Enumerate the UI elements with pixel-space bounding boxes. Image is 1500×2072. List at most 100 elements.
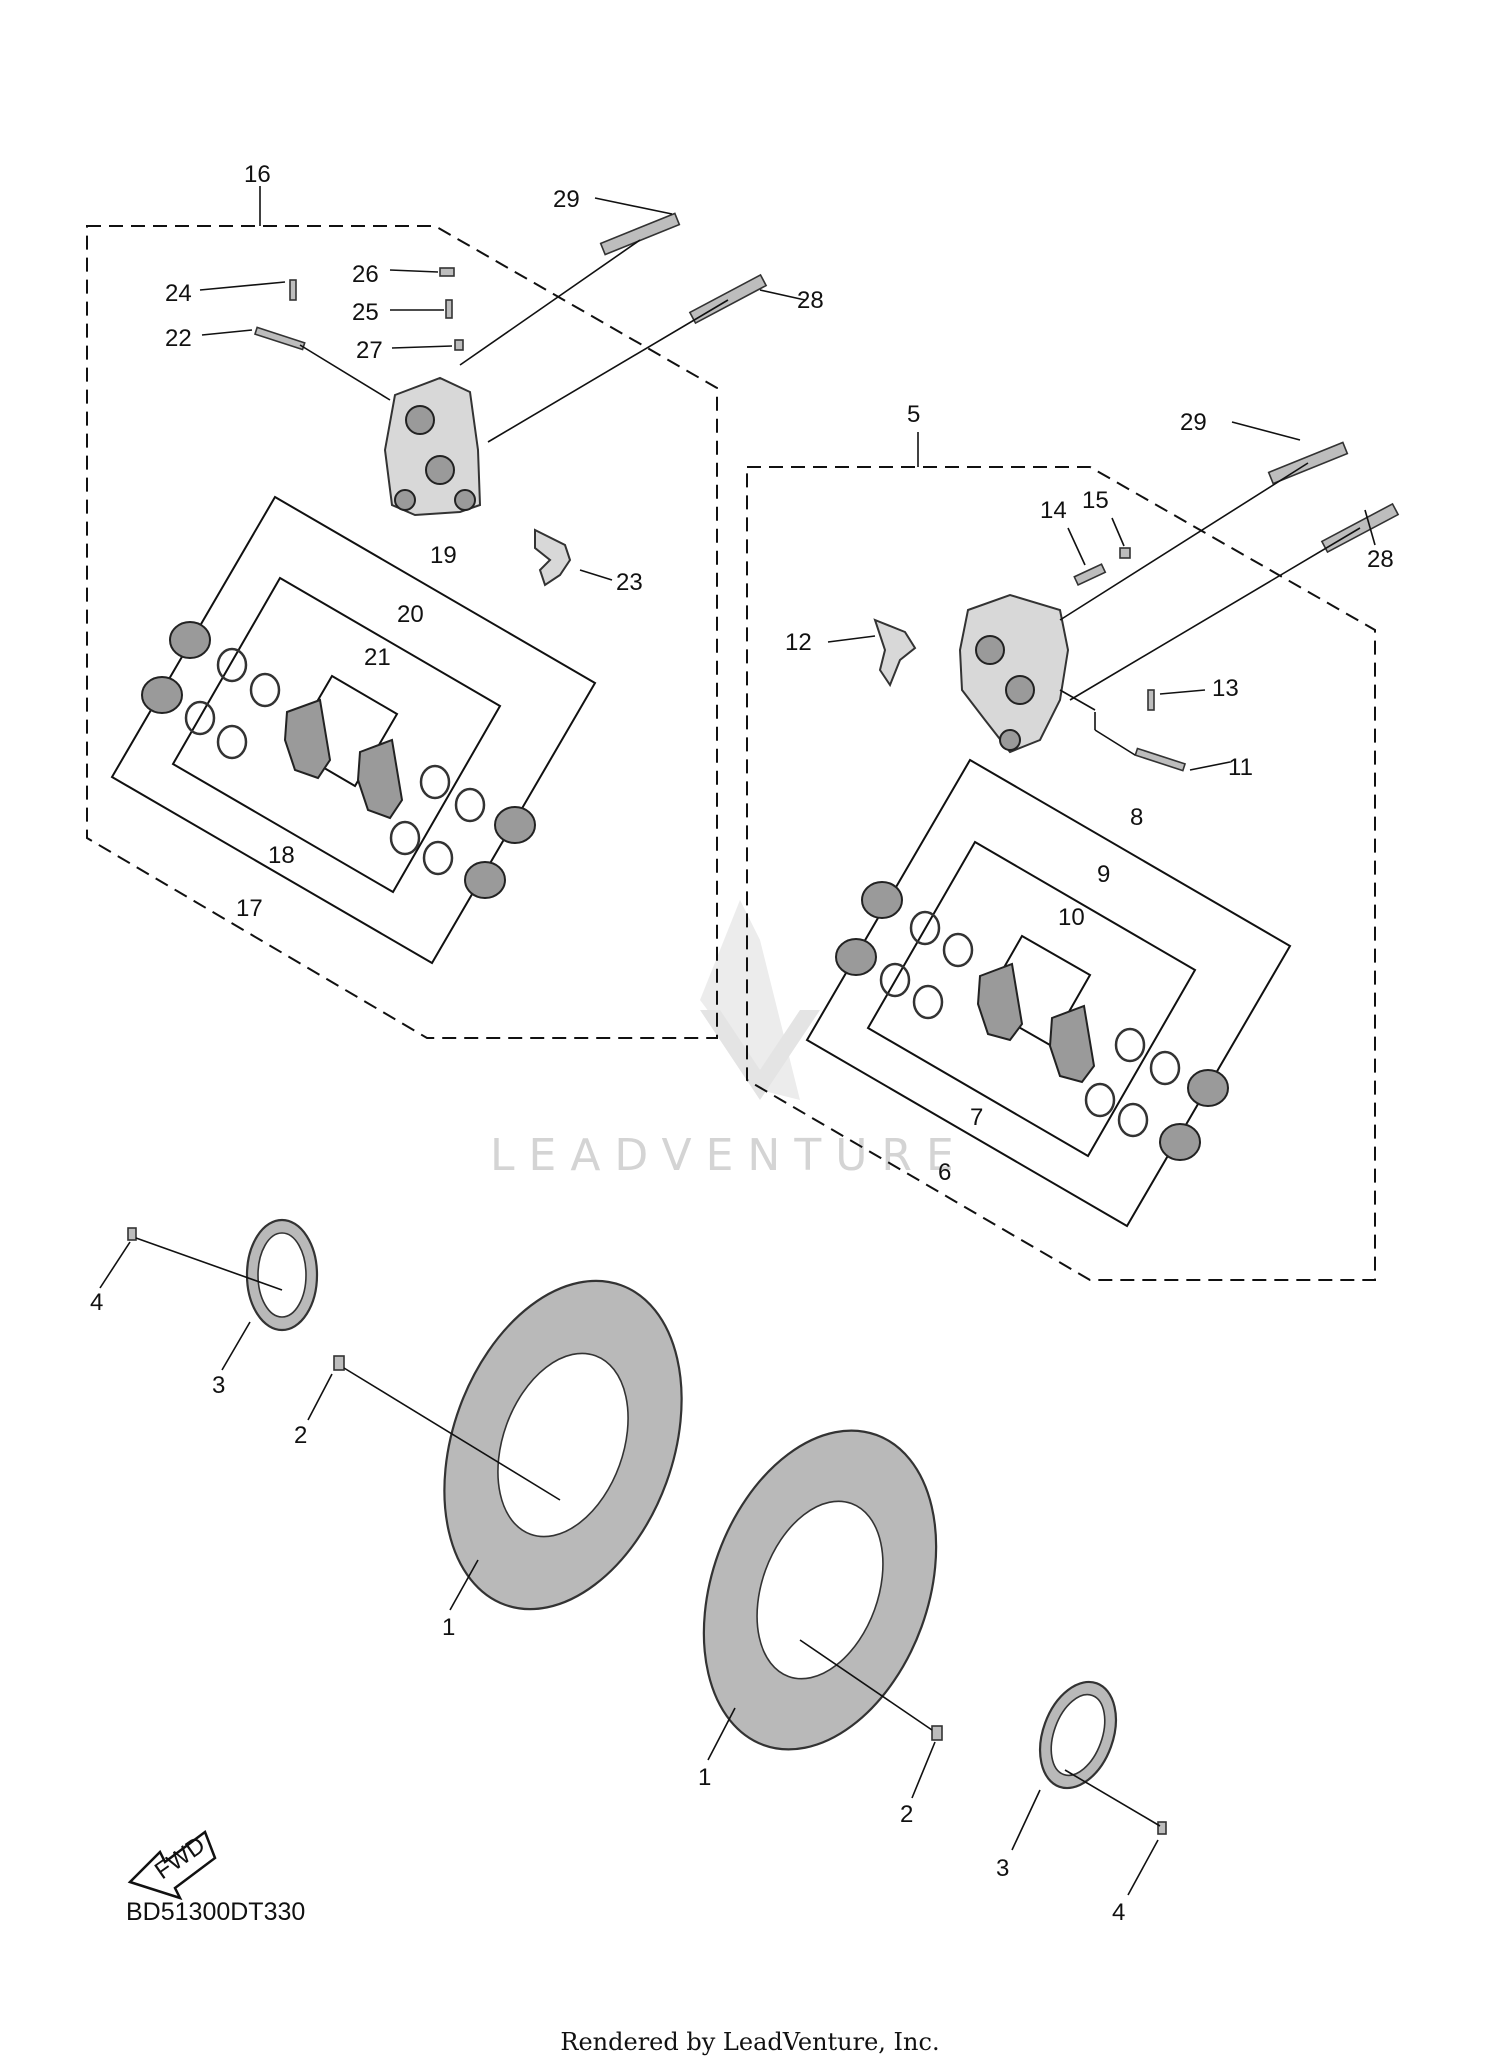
leader-24: [199, 281, 286, 291]
watermark: LEADVENTURE: [490, 900, 954, 1181]
callout-27: 27: [356, 337, 383, 364]
callout-12: 12: [785, 629, 812, 656]
callout-3-top: 3: [212, 1372, 225, 1399]
watermark-chevron-icon: [700, 1010, 820, 1100]
caliper-seal-kit-7-frame: [866, 840, 1197, 1158]
discs-group: [99, 1218, 1167, 1896]
callout-29-left: 29: [553, 186, 580, 213]
leader-2-upper: [307, 1373, 333, 1421]
bolt-29-path-left: [459, 239, 641, 366]
callout-13: 13: [1212, 675, 1239, 702]
bolt-29-left: [599, 212, 681, 256]
leader-22: [201, 329, 253, 336]
leader-26: [389, 269, 439, 273]
callout-4-lower: 4: [1112, 1899, 1125, 1926]
pin-22: [253, 326, 306, 351]
callout-17: 17: [236, 895, 263, 922]
leader-15: [1111, 517, 1125, 547]
callout-11: 11: [1228, 754, 1253, 781]
bolt-4-path-top: [135, 1237, 283, 1291]
callout-20: 20: [397, 601, 424, 628]
right-caliper-body: [958, 593, 1070, 754]
callout-8: 8: [1130, 804, 1143, 831]
leader-23: [579, 569, 613, 581]
callout-6: 6: [938, 1159, 951, 1186]
callout-4-top: 4: [90, 1289, 103, 1316]
pin-22-path: [299, 344, 391, 401]
callout-16: 16: [244, 161, 271, 188]
pin-14: [1073, 563, 1107, 587]
callout-26: 26: [352, 261, 379, 288]
brake-pad-right-a: [976, 962, 1024, 1042]
callout-23: 23: [616, 569, 643, 596]
plug-15: [1119, 547, 1131, 559]
left-caliper-body: [383, 376, 482, 517]
leader-12: [827, 635, 876, 643]
pad-spring-23: [534, 528, 572, 587]
leader-28-right: [1364, 509, 1376, 546]
callout-1-upper: 1: [442, 1614, 455, 1641]
pad-spring-12: [873, 618, 917, 688]
callout-29-right: 29: [1180, 409, 1207, 436]
fwd-arrow: FWD: [127, 1830, 217, 1901]
callout-22: 22: [165, 325, 192, 352]
right-caliper-group: [746, 421, 1400, 1281]
bolt-2-upper: [333, 1355, 345, 1371]
callout-14: 14: [1040, 497, 1067, 524]
brake-pad-left-a: [283, 698, 332, 780]
fwd-arrow-icon: [127, 1830, 217, 1901]
clip-13: [1147, 689, 1155, 711]
leader-2-lower: [911, 1741, 936, 1799]
right-caliper-boundary: [746, 466, 1376, 1281]
bolt-2-lower: [931, 1725, 943, 1741]
pin-11-path-c: [1094, 729, 1136, 756]
callout-18: 18: [268, 842, 295, 869]
bolt-2-path-upper: [343, 1367, 561, 1501]
bolt-29-path-right: [1059, 462, 1309, 621]
callout-labels: 16 29 28 24 26 25 22 27 19 20 21 23 18 1…: [90, 161, 1394, 1926]
leader-27: [391, 345, 453, 349]
callout-10: 10: [1058, 904, 1085, 931]
callout-2-lower: 2: [900, 1801, 913, 1828]
bolt-4-path-lower: [1064, 1769, 1161, 1827]
pin-25: [445, 299, 453, 319]
callout-5: 5: [907, 401, 920, 428]
render-credit: Rendered by LeadVenture, Inc.: [560, 2028, 940, 2056]
callout-7: 7: [970, 1104, 983, 1131]
leader-1-lower: [707, 1707, 736, 1761]
callout-25: 25: [352, 299, 379, 326]
callout-9: 9: [1097, 861, 1110, 888]
pin-11-path: [1059, 689, 1096, 711]
callout-15: 15: [1082, 487, 1109, 514]
bolt-2-path-lower: [799, 1639, 933, 1731]
leader-13: [1159, 689, 1206, 695]
leader-29-right: [1231, 421, 1301, 441]
screw-26: [439, 267, 455, 277]
callout-3-lower: 3: [996, 1855, 1009, 1882]
leader-3-top: [221, 1321, 251, 1371]
brake-pad-left-b: [356, 738, 404, 820]
left-pistons: [141, 621, 536, 899]
bolt-28-path-left: [487, 299, 729, 443]
callout-21: 21: [364, 644, 391, 671]
callout-24: 24: [165, 280, 192, 307]
plug-27: [454, 339, 464, 351]
leader-14: [1067, 527, 1086, 566]
right-pistons: [835, 881, 1229, 1161]
leader-4-lower: [1127, 1839, 1159, 1896]
leader-3-lower: [1011, 1789, 1041, 1851]
caliper-seal-kit-18-frame: [171, 576, 502, 894]
leader-28-left: [759, 289, 806, 301]
bolt-4-top: [127, 1227, 137, 1241]
pin-11: [1134, 747, 1187, 772]
leader-11: [1189, 761, 1231, 771]
left-caliper-group: [86, 186, 806, 1039]
leader-1-upper: [449, 1559, 479, 1611]
caliper-seal-kit-17-frame: [110, 495, 597, 965]
callout-19: 19: [430, 542, 457, 569]
bolt-28-path-right: [1069, 527, 1361, 701]
bolt-4-lower: [1157, 1821, 1167, 1835]
diagram-code: BD51300DT330: [126, 1898, 306, 1926]
